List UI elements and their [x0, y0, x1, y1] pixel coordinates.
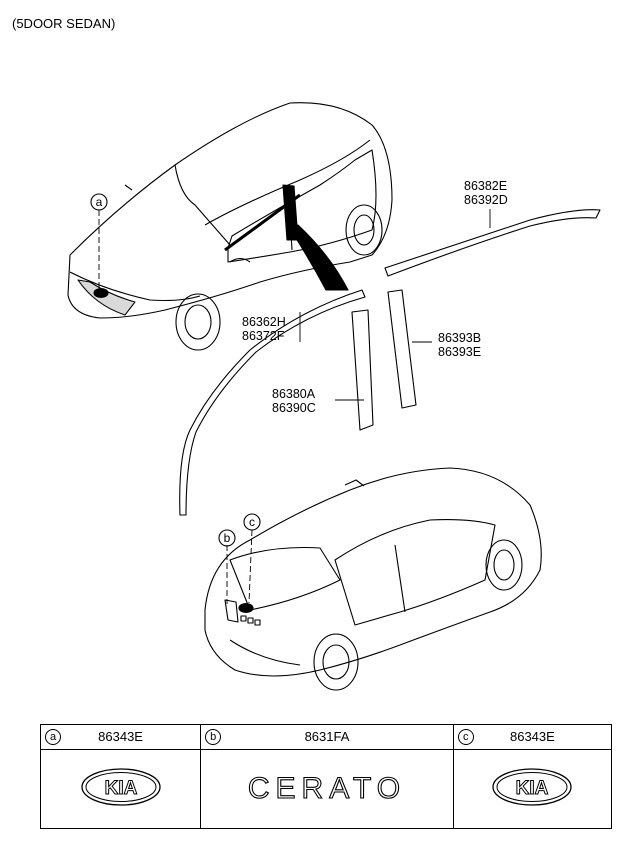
roof-molding-86382E	[384, 209, 601, 277]
part-number-a: 86343E	[98, 729, 143, 744]
marker-c-label: c	[249, 515, 255, 529]
cerato-emblem-logo: CERATO	[247, 771, 406, 805]
part-label-86393B: 86393B	[438, 331, 481, 345]
pillar-trim-86393B	[387, 289, 417, 409]
svg-text:KIA: KIA	[104, 778, 137, 799]
part-label-86393E: 86393E	[438, 345, 481, 359]
svg-text:CERATO: CERATO	[248, 772, 406, 805]
parts-diagram: a b c 86382E 86392D 86362H 86372F 86393B…	[67, 102, 601, 691]
diagram-header: (5DOOR SEDAN)	[12, 16, 116, 31]
molding-parts	[179, 209, 601, 516]
part-label-86382E: 86382E	[464, 179, 507, 193]
marker-b-label: b	[224, 531, 231, 545]
kia-emblem-cell-a: KIA	[39, 749, 202, 829]
table-header-b: b 8631FA	[200, 724, 454, 750]
part-label-86390C: 86390C	[272, 401, 316, 415]
part-label-86380A: 86380A	[272, 387, 316, 401]
kia-emblem-logo: KIA	[80, 767, 161, 806]
part-label-86372F: 86372F	[242, 329, 285, 343]
table-header-a: a 86343E	[39, 724, 202, 750]
front-car-illustration	[67, 102, 393, 351]
part-number-c: 86343E	[509, 729, 555, 744]
table-header-c: c 86343E	[452, 724, 613, 750]
marker-c-badge: c	[457, 729, 474, 745]
part-label-86362H: 86362H	[242, 315, 286, 329]
kia-emblem-cell-c: KIA	[452, 749, 613, 829]
marker-b-badge: b	[205, 729, 222, 745]
pillar-trim-86380A	[351, 309, 374, 431]
rear-car-illustration	[204, 467, 542, 691]
marker-a-label: a	[96, 195, 103, 209]
cerato-emblem-cell: CERATO	[200, 749, 454, 829]
marker-a-badge: a	[45, 729, 61, 745]
drip-molding-86362H	[179, 289, 366, 516]
svg-text:KIA: KIA	[516, 778, 549, 799]
part-number-b: 8631FA	[304, 729, 350, 744]
emblem-parts-table: a 86343E b 8631FA c 86343E KIA	[39, 724, 613, 829]
part-label-86392D: 86392D	[464, 193, 508, 207]
kia-emblem-logo: KIA	[492, 767, 573, 806]
